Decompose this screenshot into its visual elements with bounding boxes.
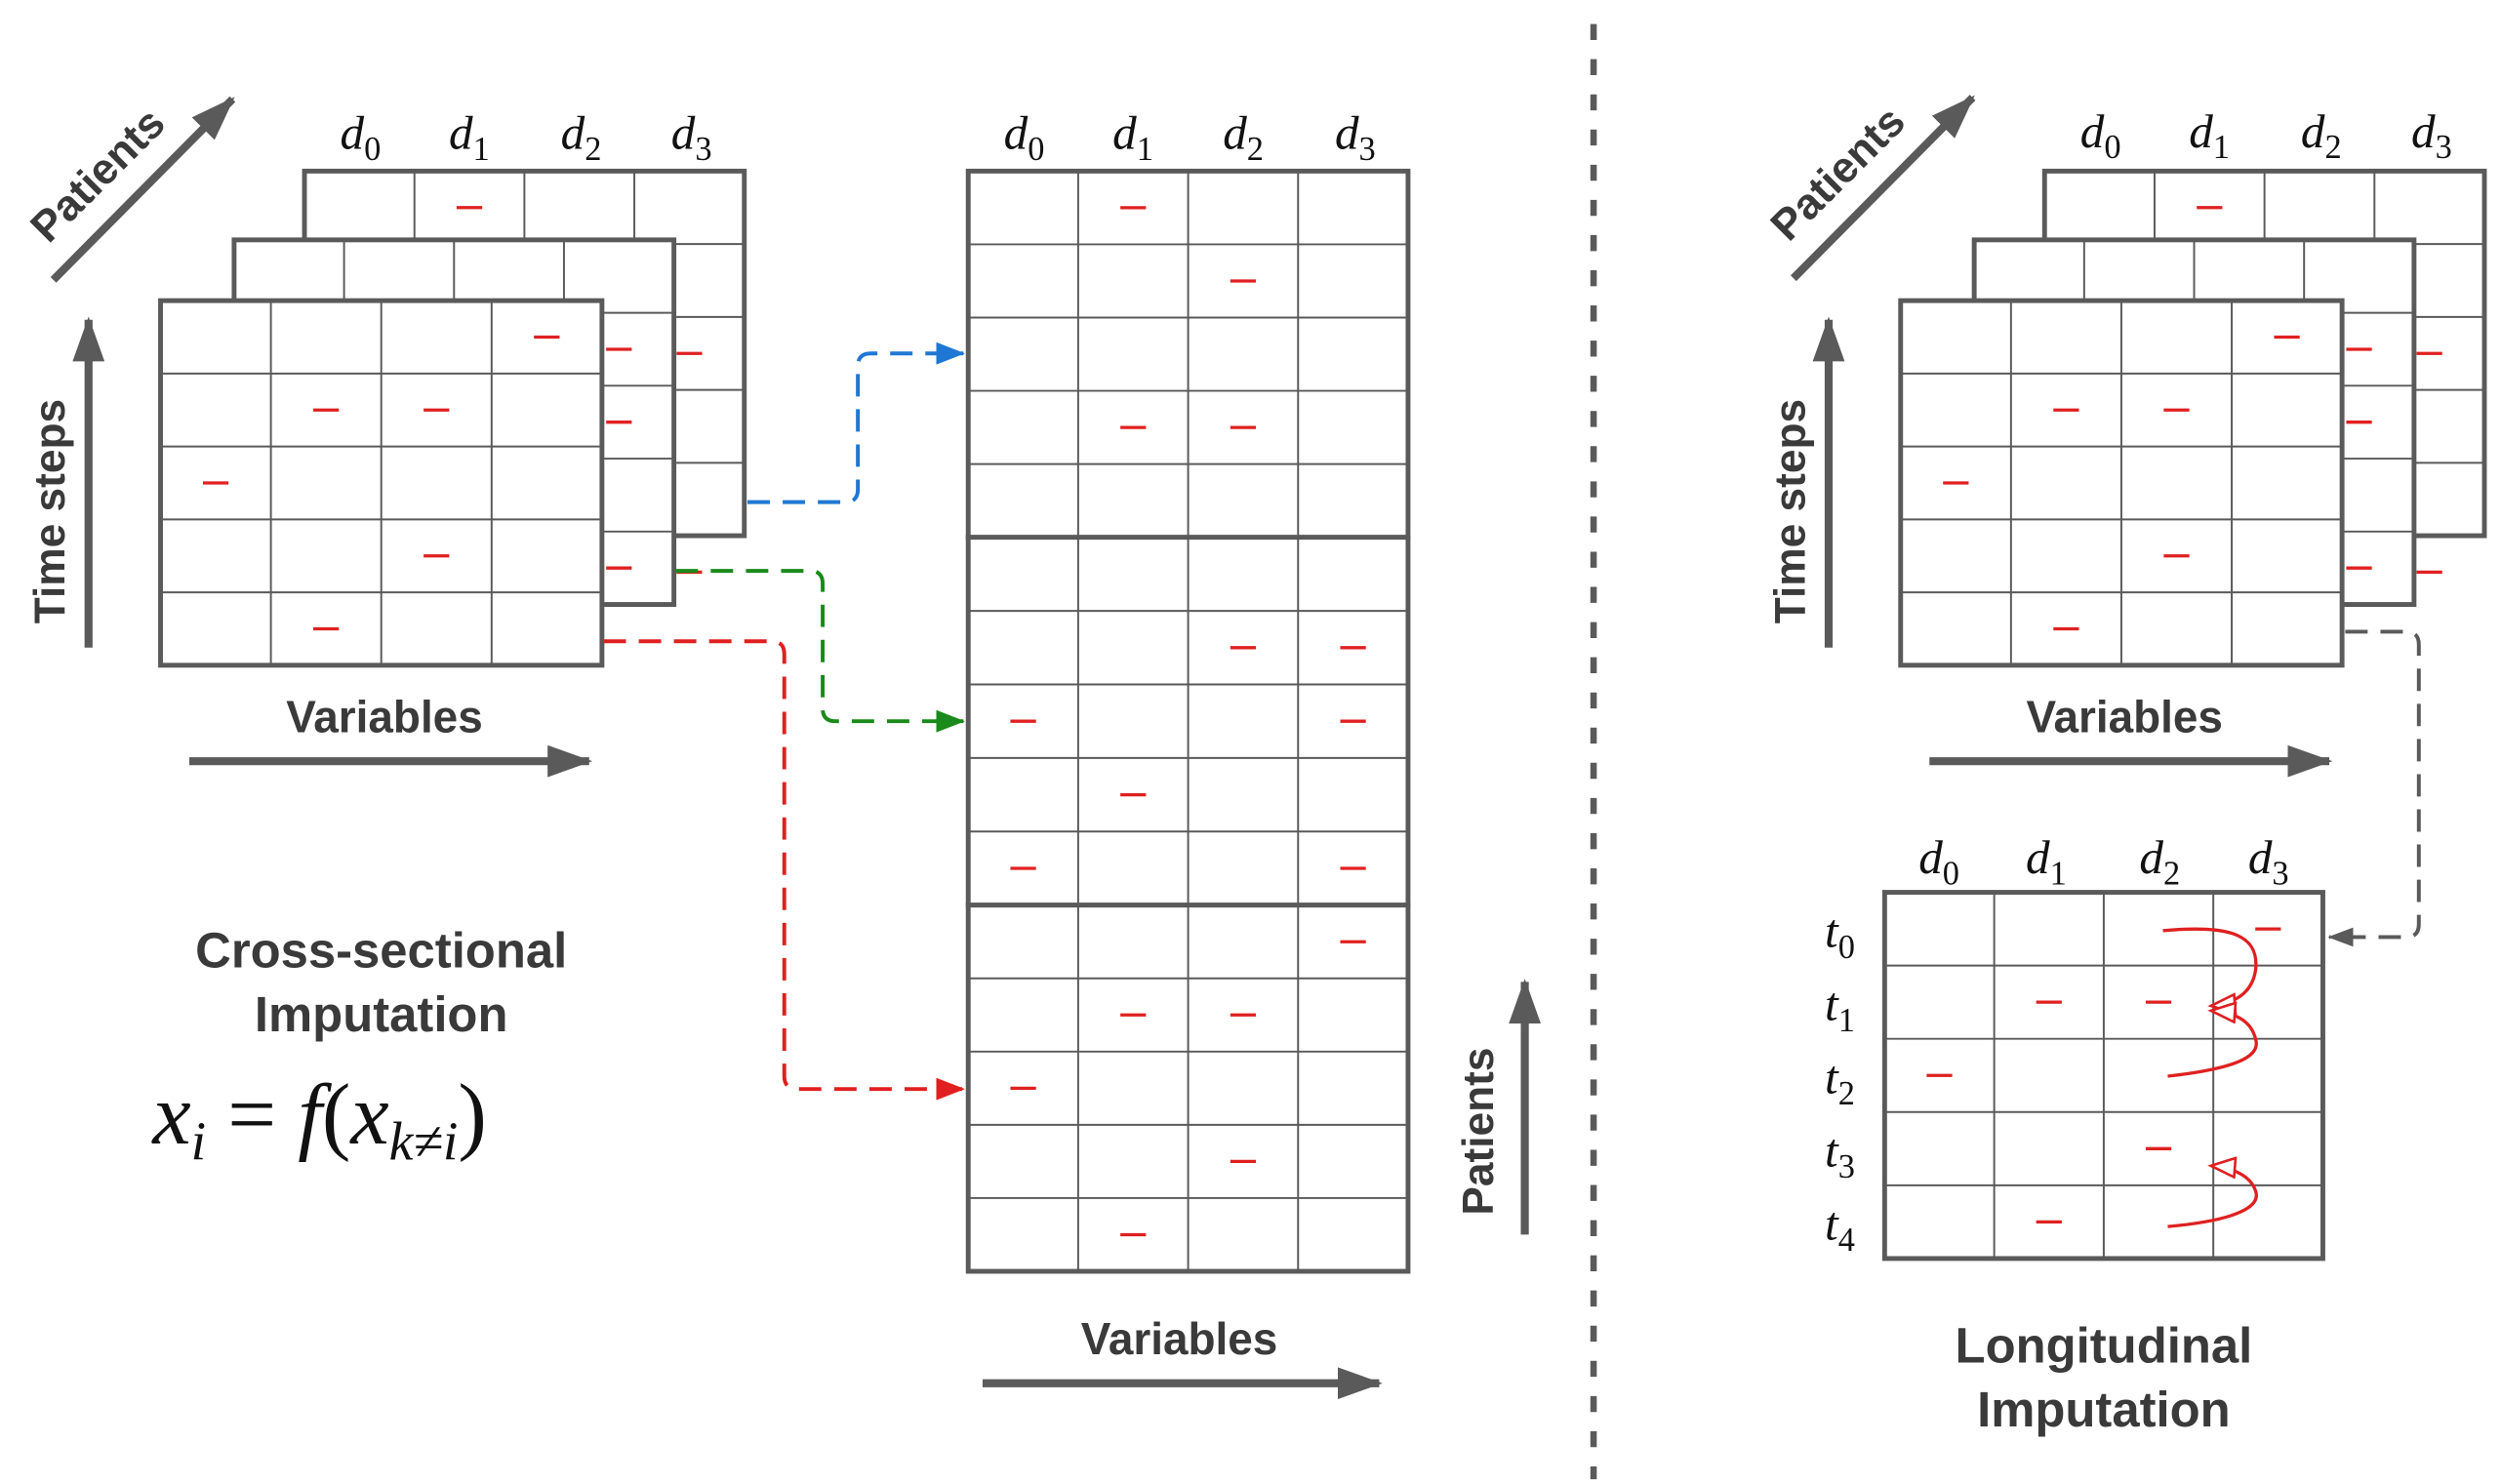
temporal-arrow <box>2167 1011 2258 1078</box>
stacked-patients-panel: d0 d1 d2 d3 Patients Variables <box>965 105 1541 1400</box>
column-headers: d0 d1 d2 d3 <box>2080 104 2452 166</box>
matrix-stack <box>1898 168 2487 668</box>
cross-sectional-panel: Patients Time steps d0 d1 d2 d3 Variables C… <box>21 96 747 1172</box>
row-header-t1: t1 <box>1825 977 1855 1038</box>
cross-sectional-title-line2: Imputation <box>255 986 508 1042</box>
patient-matrix-1 <box>965 168 1411 541</box>
column-header-d1: d1 <box>2026 830 2067 892</box>
front-patient-matrix <box>158 298 605 668</box>
patients-label: Patients <box>21 99 174 251</box>
patient-matrix-connector <box>2327 629 2421 947</box>
column-header-d1: d1 <box>2189 104 2230 166</box>
column-header-d3: d3 <box>1335 105 1376 167</box>
row-header-t4: t4 <box>1825 1197 1855 1259</box>
column-headers: d0 d1 d2 d3 <box>1004 105 1376 167</box>
red-mapping-arrow <box>603 639 965 1101</box>
patient-matrices <box>965 168 1411 1274</box>
time-steps-label: Time steps <box>26 399 74 623</box>
variables-label: Variables <box>1081 1313 1278 1364</box>
cross-sectional-title-line1: Cross-sectional <box>195 923 567 979</box>
row-headers: t0 t1 t2 t3 t4 <box>1825 903 1855 1259</box>
temporal-arrow <box>2162 927 2258 1006</box>
column-header-d3: d3 <box>2248 830 2289 892</box>
column-header-d2: d2 <box>561 105 602 167</box>
patients-vertical-label: Patients <box>1455 1048 1503 1216</box>
patients-diagonal-arrow <box>1791 95 1976 282</box>
column-header-d0: d0 <box>1918 830 1959 892</box>
row-header-t3: t3 <box>1825 1123 1855 1184</box>
single-patient-matrix <box>1881 890 2325 1262</box>
temporal-arrow <box>2167 1166 2258 1228</box>
patients-diagonal-arrow <box>50 96 236 283</box>
column-headers: d0 d1 d2 d3 <box>341 105 712 167</box>
patient-matrix-3 <box>965 902 1411 1274</box>
patients-label: Patients <box>1761 98 1914 250</box>
row-header-t2: t2 <box>1825 1050 1855 1111</box>
longitudinal-panel: Patients Time steps d0 d1 d2 d3 Variables d… <box>1761 95 2487 1437</box>
column-header-d3: d3 <box>671 105 712 167</box>
longitudinal-title-line1: Longitudinal <box>1956 1317 2253 1373</box>
time-steps-label: Time steps <box>1766 399 1814 623</box>
temporal-arrows <box>2162 927 2258 1228</box>
variables-label: Variables <box>286 692 483 742</box>
imputation-formula: xi = f(xk≠i) <box>150 1067 487 1172</box>
column-header-d2: d2 <box>2139 830 2180 892</box>
column-header-d3: d3 <box>2411 104 2452 166</box>
column-header-d0: d0 <box>2080 104 2121 166</box>
column-headers: d0 d1 d2 d3 <box>1918 830 2288 892</box>
blue-mapping-arrow <box>747 341 965 504</box>
column-header-d2: d2 <box>1223 105 1264 167</box>
variables-label: Variables <box>2026 692 2223 742</box>
mapping-arrows <box>603 341 965 1101</box>
green-mapping-arrow <box>675 569 965 733</box>
column-header-d0: d0 <box>341 105 382 167</box>
patient-time-matrix <box>1881 890 2325 1262</box>
column-header-d2: d2 <box>2301 104 2342 166</box>
column-header-d1: d1 <box>449 105 490 167</box>
longitudinal-title-line2: Imputation <box>1977 1382 2231 1437</box>
row-header-t0: t0 <box>1825 903 1855 965</box>
column-header-d1: d1 <box>1112 105 1153 167</box>
front-patient-matrix <box>1898 298 2345 668</box>
patient-matrix-2 <box>965 535 1411 908</box>
column-header-d0: d0 <box>1004 105 1045 167</box>
matrix-stack <box>158 168 747 668</box>
